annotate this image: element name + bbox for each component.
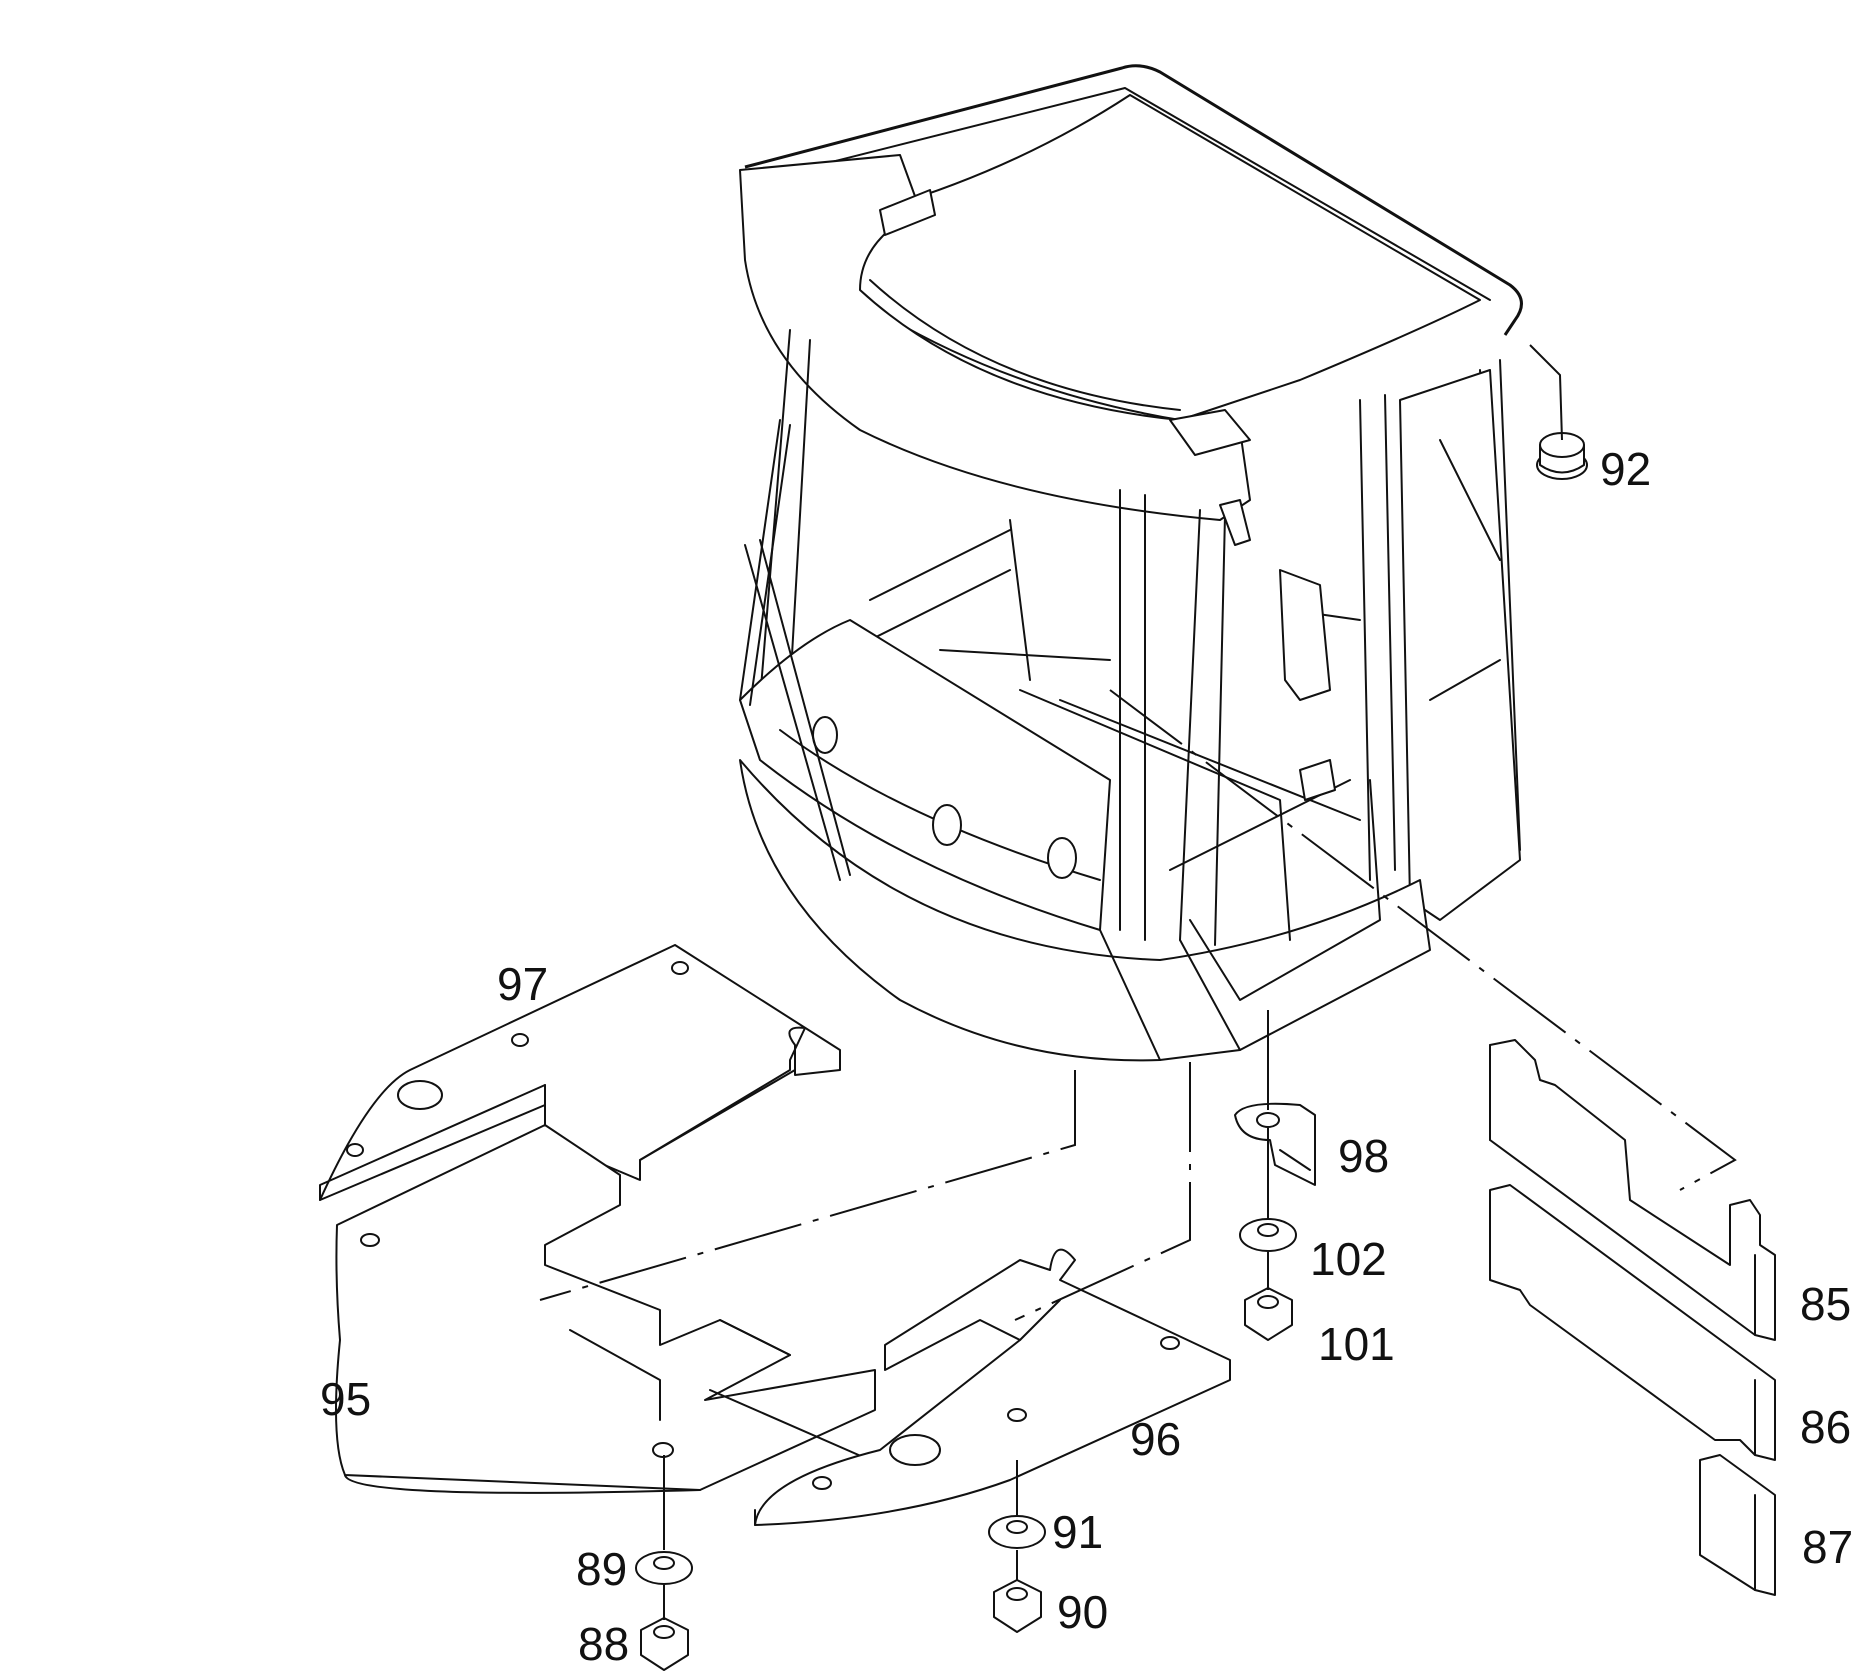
part-95-floor-plate: [335, 1124, 876, 1494]
part-97-floor-mat-upper: [319, 944, 841, 1201]
part-91-washer: [988, 1515, 1046, 1549]
part-90-nut: [993, 1579, 1042, 1633]
label-part-89: 89: [576, 1543, 627, 1595]
label-part-86: 86: [1800, 1401, 1851, 1453]
part-85-foam-strip: [1489, 1039, 1776, 1341]
label-part-87: 87: [1802, 1521, 1853, 1573]
assembly-lines: [539, 344, 1737, 1620]
label-part-91: 91: [1052, 1506, 1103, 1558]
label-part-90: 90: [1057, 1586, 1108, 1638]
part-96-floor-plate-right: [754, 1248, 1231, 1526]
label-part-98: 98: [1338, 1130, 1389, 1182]
label-part-95: 95: [320, 1373, 371, 1425]
label-part-85: 85: [1800, 1278, 1851, 1330]
label-part-102: 102: [1310, 1233, 1387, 1285]
label-part-88: 88: [578, 1618, 629, 1670]
part-98-bracket: [1234, 1102, 1316, 1186]
part-87-foam-block: [1699, 1454, 1776, 1596]
part-number-labels: 97 95 96 98 102 101 92 85 86 87 89 88 91…: [320, 443, 1853, 1670]
label-part-101: 101: [1318, 1318, 1395, 1370]
part-102-washer: [1239, 1218, 1297, 1252]
label-part-92: 92: [1600, 443, 1651, 495]
part-89-washer: [635, 1551, 693, 1585]
label-part-97: 97: [497, 958, 548, 1010]
part-86-foam-strip: [1489, 1184, 1776, 1461]
part-101-nut: [1244, 1287, 1293, 1341]
part-88-nut: [640, 1617, 689, 1671]
label-part-96: 96: [1130, 1413, 1181, 1465]
operator-cab: [739, 64, 1523, 1062]
